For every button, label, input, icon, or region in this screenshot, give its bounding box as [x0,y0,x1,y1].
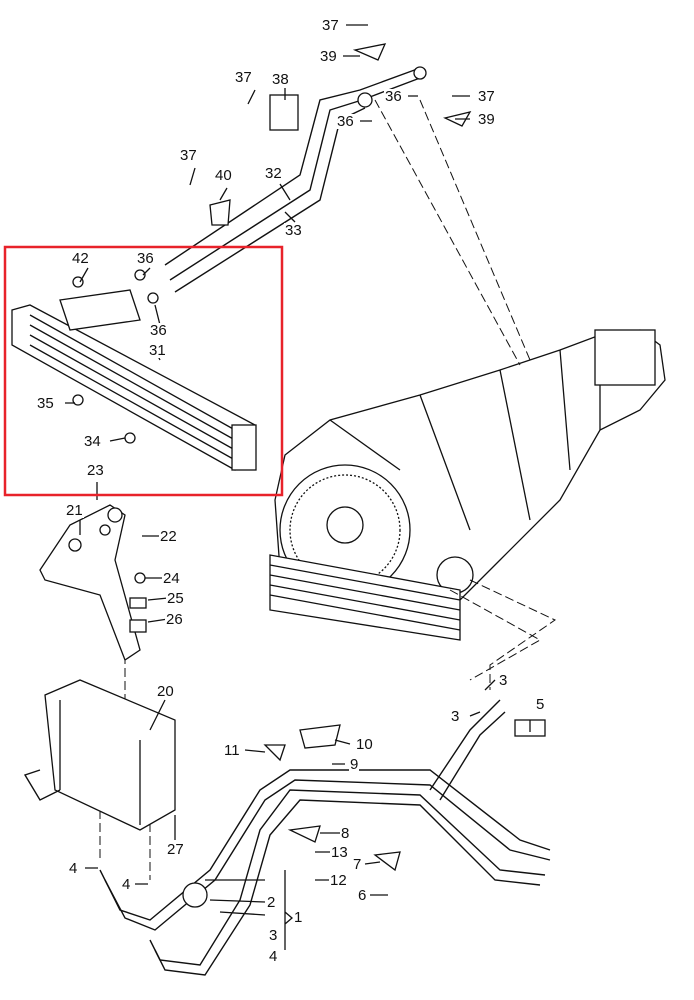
callout-8: 8 [340,825,351,842]
callout-11: 11 [223,742,241,759]
callout-37: 37 [321,17,340,34]
callout-6: 6 [357,887,368,904]
callout-24: 24 [162,570,181,587]
callout-39: 39 [319,48,338,65]
oil-cooler [11,289,257,471]
callout-31: 31 [148,342,167,359]
callout-23: 23 [86,462,105,479]
callout-3: 3 [268,927,279,944]
callout-36: 36 [384,88,403,105]
callout-5: 5 [535,696,546,713]
callout-22: 22 [159,528,178,545]
callout-33: 33 [284,222,303,239]
callout-21: 21 [65,502,84,519]
callout-27: 27 [166,841,185,858]
callout-4: 4 [121,876,132,893]
callout-39: 39 [477,111,496,128]
callout-2: 2 [266,894,277,911]
callout-36: 36 [149,322,168,339]
callout-7: 7 [352,856,363,873]
callout-36: 36 [136,250,155,267]
callout-37: 37 [477,88,496,105]
callout-10: 10 [355,736,374,753]
transmission [269,329,666,641]
callout-34: 34 [83,433,102,450]
callout-37: 37 [179,147,198,164]
callout-9: 9 [349,756,360,773]
callout-4: 4 [68,860,79,877]
callout-40: 40 [214,167,233,184]
callout-3: 3 [450,708,461,725]
callout-1: 1 [293,909,304,926]
callout-20: 20 [156,683,175,700]
callout-25: 25 [166,590,185,607]
highlight-box [3,245,284,497]
callout-26: 26 [165,611,184,628]
callout-3: 3 [498,672,509,689]
callout-4: 4 [268,948,279,965]
callout-13: 13 [330,844,349,861]
callout-35: 35 [36,395,55,412]
callout-32: 32 [264,165,283,182]
callout-38: 38 [271,71,290,88]
callout-12: 12 [329,872,348,889]
callout-36: 36 [336,113,355,130]
callout-37: 37 [234,69,253,86]
callout-42: 42 [71,250,90,267]
